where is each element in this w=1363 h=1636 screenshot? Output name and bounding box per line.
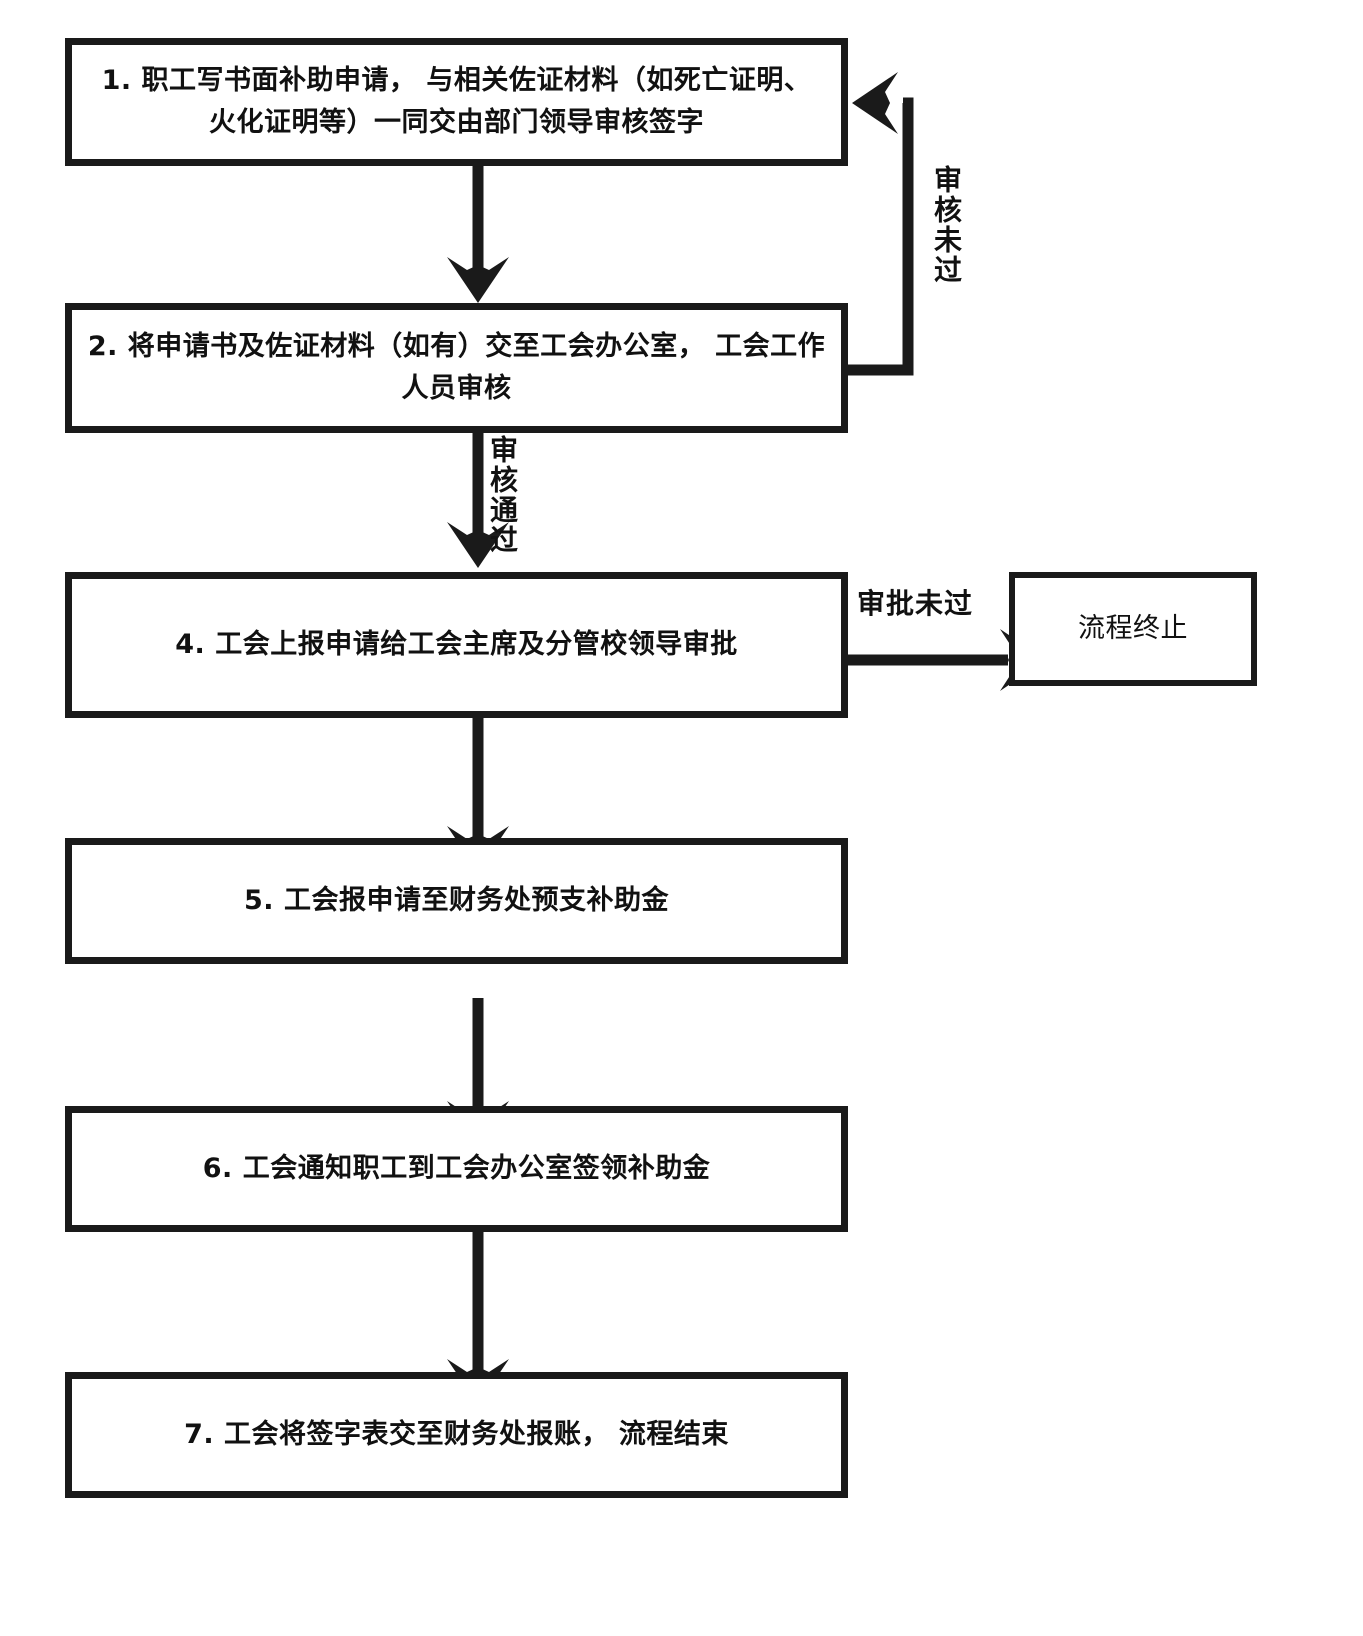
edge-label-review-passed: 审核通过 — [486, 435, 519, 555]
node-step4-label: 4. 工会上报申请给工会主席及分管校领导审批 — [175, 629, 738, 661]
node-step2-label: 2. 将申请书及佐证材料（如有）交至工会办公室， 工会工作 人员审核 — [87, 331, 826, 404]
edge-step2-to-step1-reject — [848, 72, 914, 376]
edge-label-approval-not-passed: 审批未过 — [857, 587, 974, 620]
node-terminate[interactable]: 流程终止 — [1009, 572, 1257, 686]
edge-label-review-not-passed: 审核未过 — [930, 165, 963, 285]
edge-step1-to-step2 — [447, 165, 509, 303]
node-step5-label: 5. 工会报申请至财务处预支补助金 — [244, 885, 669, 917]
node-step2[interactable]: 2. 将申请书及佐证材料（如有）交至工会办公室， 工会工作 人员审核 — [65, 303, 848, 433]
node-step1[interactable]: 1. 职工写书面补助申请， 与相关佐证材料（如死亡证明、 火化证明等）一同交由部… — [65, 38, 848, 166]
node-step7-label: 7. 工会将签字表交至财务处报账， 流程结束 — [184, 1419, 729, 1451]
node-step6-label: 6. 工会通知职工到工会办公室签领补助金 — [202, 1153, 711, 1185]
node-step6[interactable]: 6. 工会通知职工到工会办公室签领补助金 — [65, 1106, 848, 1232]
node-step7[interactable]: 7. 工会将签字表交至财务处报账， 流程结束 — [65, 1372, 848, 1498]
node-terminate-label: 流程终止 — [1078, 613, 1188, 645]
node-step4[interactable]: 4. 工会上报申请给工会主席及分管校领导审批 — [65, 572, 848, 718]
node-step1-label: 1. 职工写书面补助申请， 与相关佐证材料（如死亡证明、 火化证明等）一同交由部… — [101, 65, 812, 138]
node-step5[interactable]: 5. 工会报申请至财务处预支补助金 — [65, 838, 848, 964]
